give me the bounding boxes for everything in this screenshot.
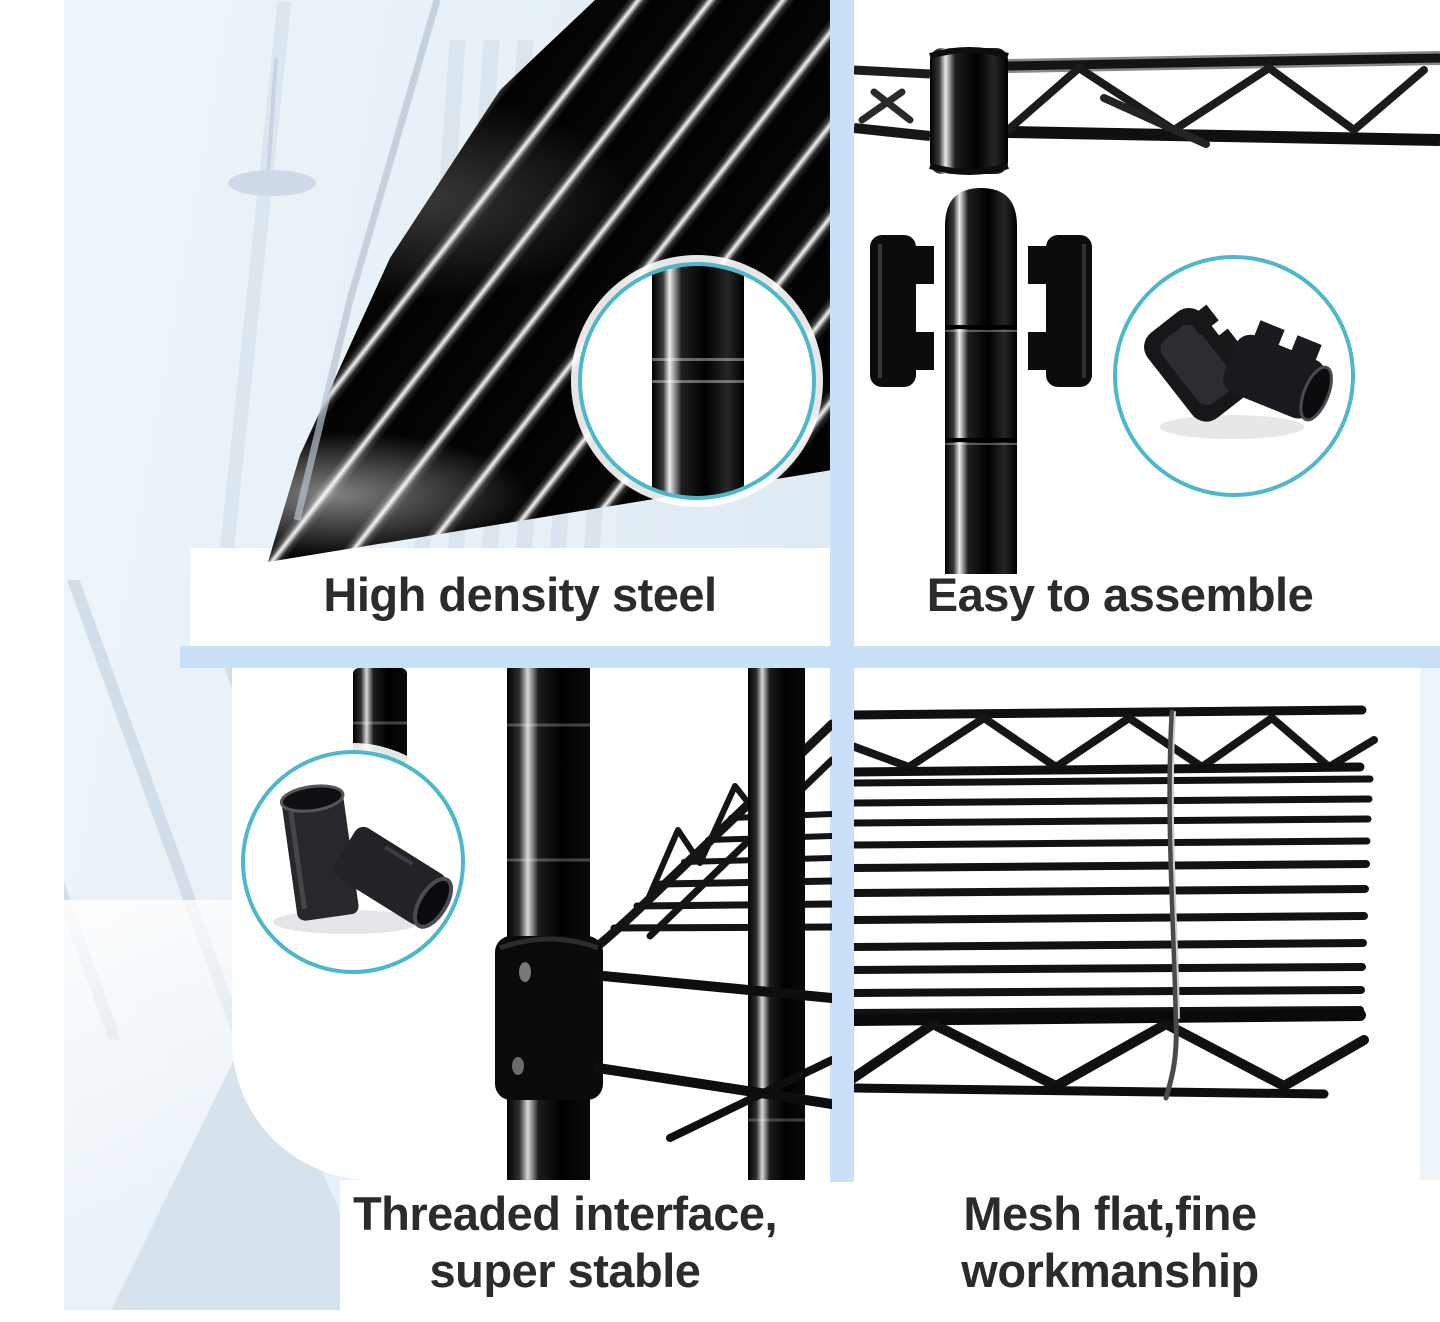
plastic-clips-closeup <box>1144 304 1333 439</box>
clip-left <box>870 235 934 387</box>
stub-pole <box>353 668 407 764</box>
clip-right <box>1028 235 1092 387</box>
mesh-shelf-photo <box>854 705 1378 1101</box>
shelf-corner-photo <box>353 668 832 1180</box>
zoom-inset-circle-plastic-clips <box>1113 255 1355 497</box>
divider-horizontal <box>180 646 1440 668</box>
caption-high-density-steel: High density steel <box>323 568 717 621</box>
pole-and-clips-photo <box>870 188 1092 574</box>
peeled-edge-highlight <box>293 0 441 521</box>
ceiling-lamp-shade <box>228 170 316 196</box>
clip-shell-right <box>1223 320 1333 422</box>
divider-vertical <box>830 0 854 1182</box>
collar-rods <box>593 971 832 1142</box>
caption-mesh-workmanship: Mesh flat,fine workmanship <box>854 1185 1366 1299</box>
zoom-inset-circle-pole-joint <box>578 262 816 500</box>
shelf-beam-photo <box>854 47 1440 175</box>
plastic-sleeves-closeup <box>273 784 453 934</box>
caption-line-2: super stable <box>429 1244 701 1297</box>
right-edge-strip <box>1420 668 1440 1180</box>
white-caption-band-bottom-left <box>340 1180 832 1312</box>
caption-line-1: Mesh flat,fine <box>963 1187 1257 1240</box>
caption-threaded-interface: Threaded interface, super stable <box>240 1185 890 1299</box>
caption-easy-to-assemble: Easy to assemble <box>926 568 1314 621</box>
joint-ring-line <box>652 358 744 361</box>
threaded-collar <box>495 936 603 1100</box>
sleeve-upright <box>279 784 359 921</box>
zoom-inset-circle-plastic-sleeves <box>241 750 465 974</box>
mid-pole <box>507 668 590 1180</box>
caption-line-2: workmanship <box>961 1244 1259 1297</box>
joint-ring-line <box>652 380 744 383</box>
sleeve-tilted <box>333 826 453 929</box>
clip-shell-left <box>1144 304 1252 422</box>
caption-line-1: Threaded interface, <box>352 1187 778 1240</box>
pole-joint-closeup <box>652 266 744 496</box>
